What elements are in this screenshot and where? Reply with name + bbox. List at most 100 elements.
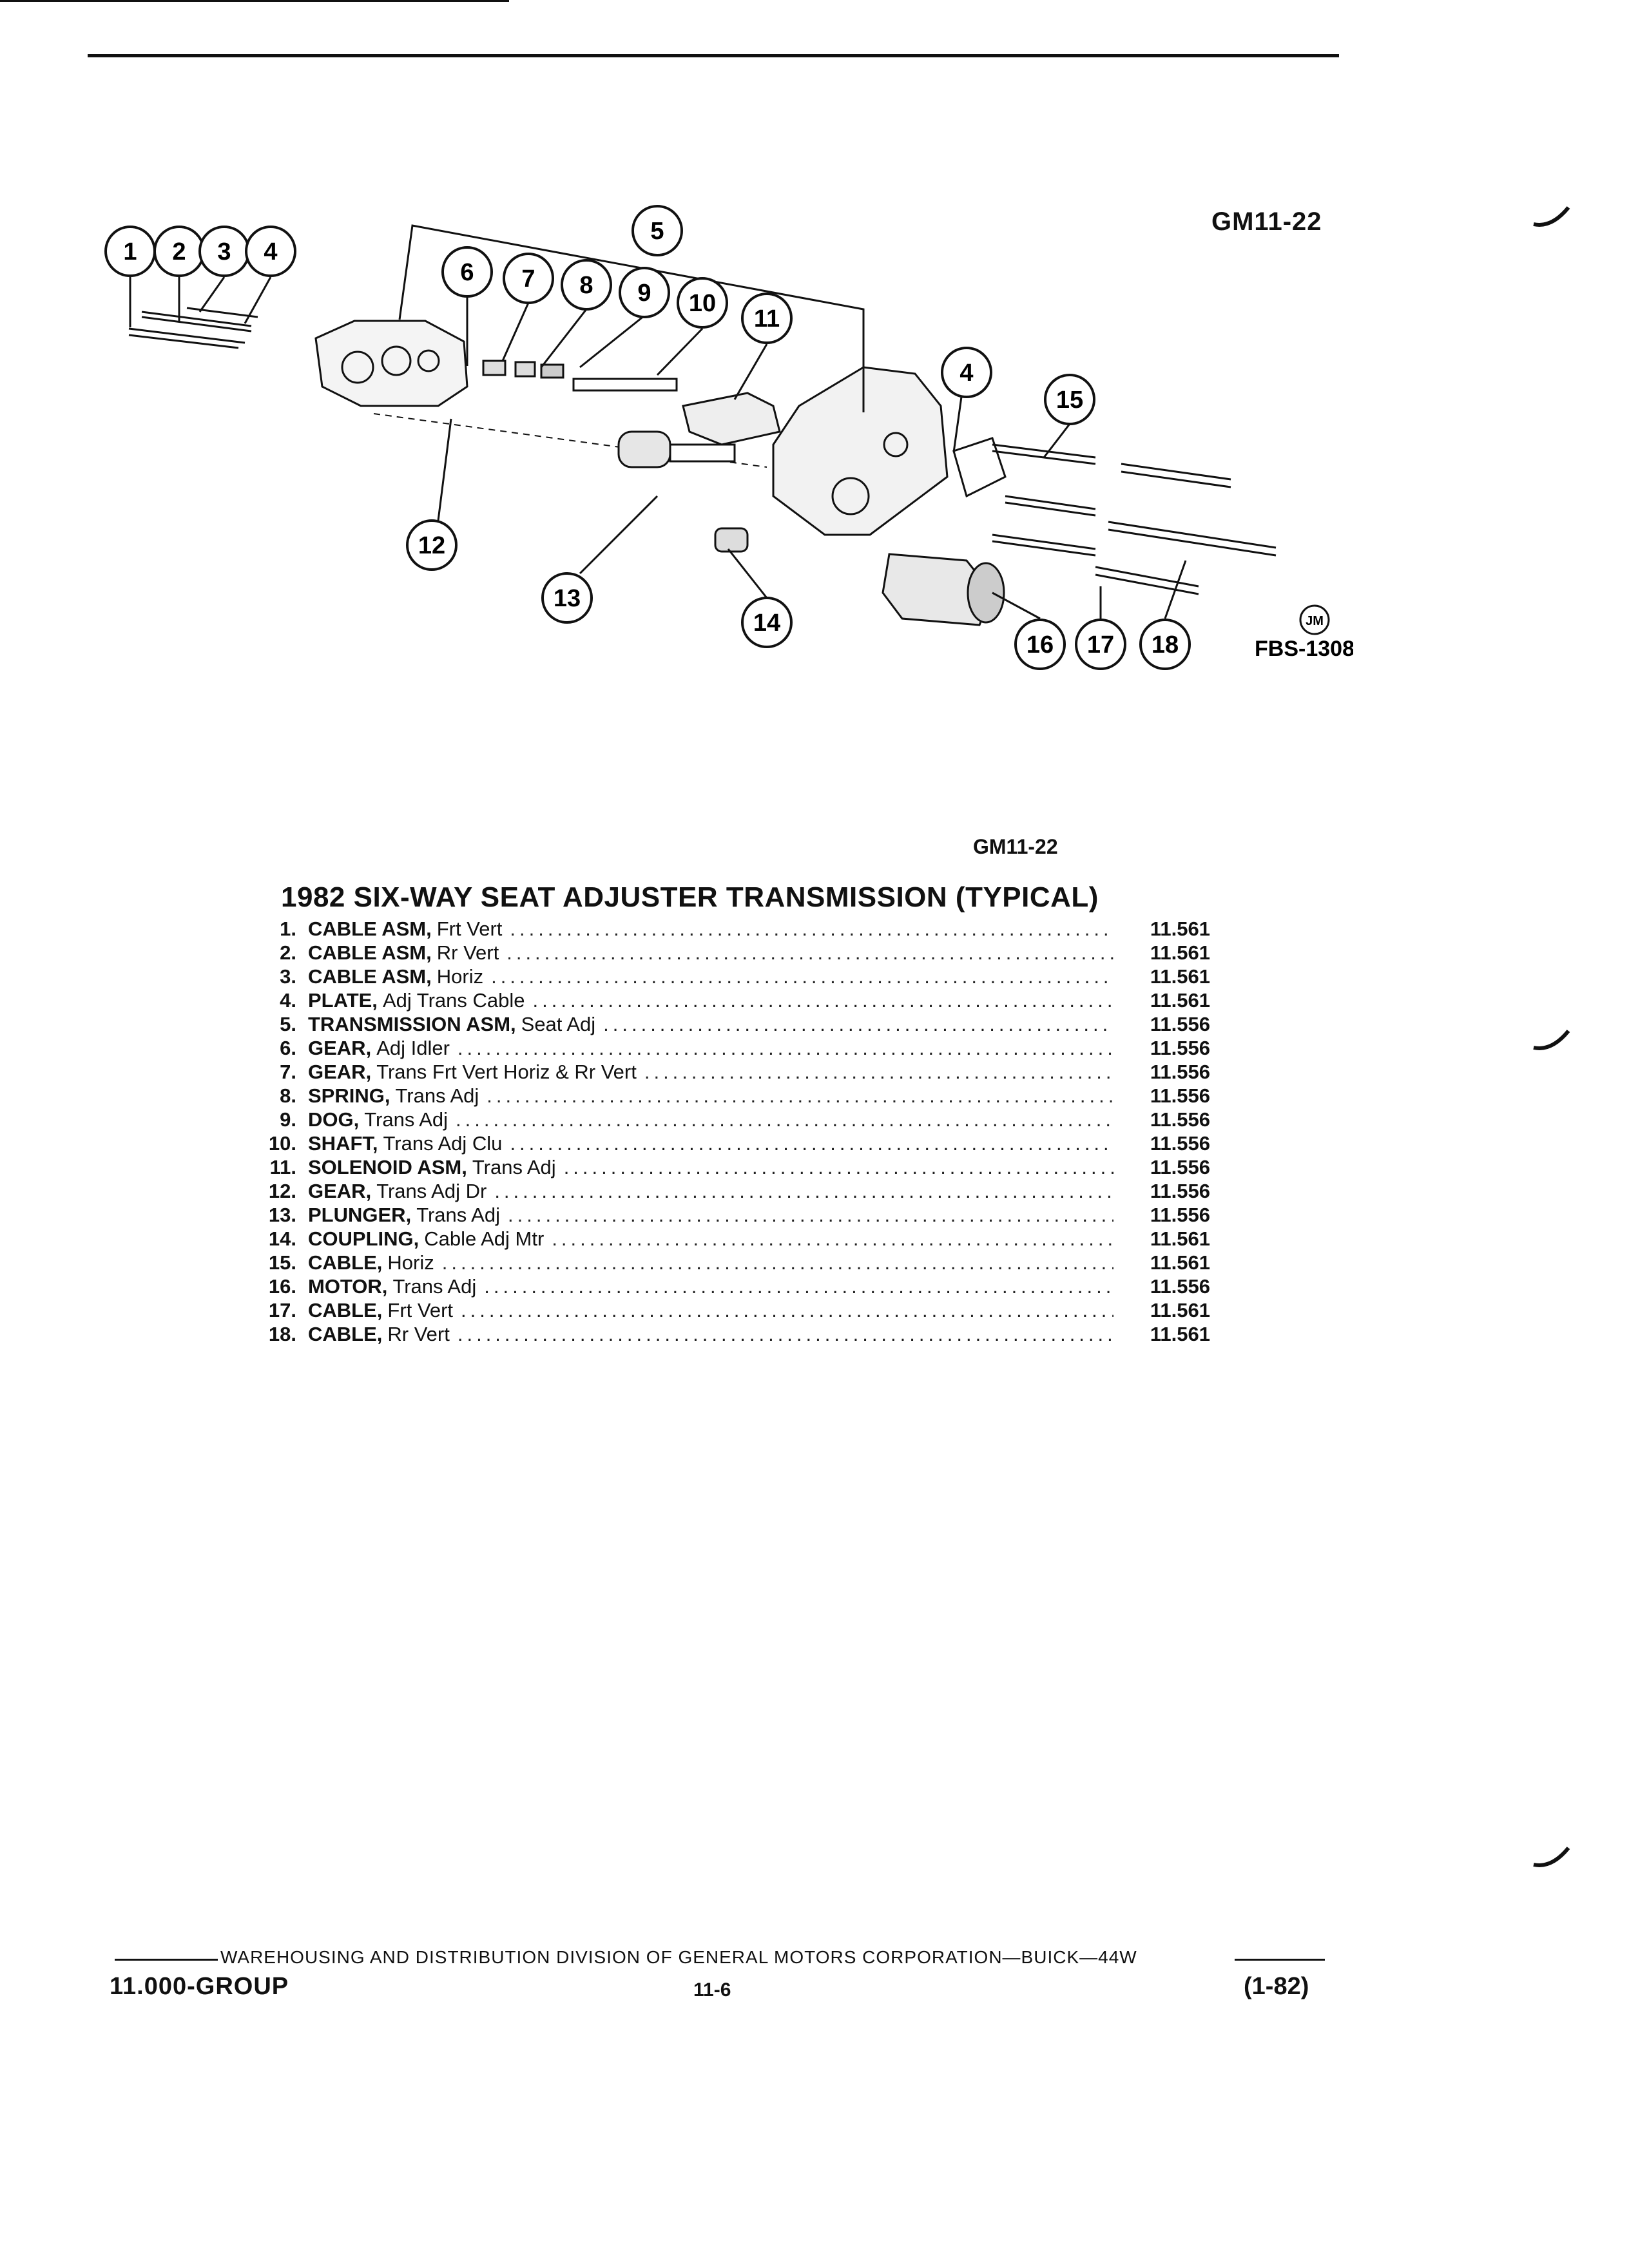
callout-4: 4 <box>245 226 296 277</box>
svg-text:10: 10 <box>689 290 716 317</box>
part-name: TRANSMISSION ASM, <box>308 1013 516 1035</box>
part-reference: 11.561 <box>1150 941 1210 964</box>
part-name: CABLE ASM, <box>308 918 432 940</box>
part-name: SHAFT, <box>308 1132 378 1155</box>
parts-list-row: 1.CABLE ASM,Frt Vert11.561 <box>250 918 1210 941</box>
part-number: 5. <box>280 1013 296 1035</box>
part-description: Trans Adj <box>364 1108 448 1131</box>
part-name: CABLE, <box>308 1299 383 1321</box>
part-reference: 11.556 <box>1150 1275 1210 1298</box>
leader-dots <box>637 1061 1113 1084</box>
svg-text:17: 17 <box>1087 631 1114 658</box>
svg-text:3: 3 <box>217 238 231 265</box>
part-number: 14. <box>268 1227 296 1250</box>
footer-division: WAREHOUSING AND DISTRIBUTION DIVISION OF… <box>220 1947 1137 1967</box>
footer-left-rule <box>115 1959 218 1961</box>
part-reference: 11.556 <box>1150 1108 1210 1131</box>
part-number: 4. <box>280 989 296 1012</box>
caption-figure-code: GM11-22 <box>973 835 1058 858</box>
callout-8: 8 <box>561 259 612 311</box>
part-description: Adj Idler <box>376 1037 450 1059</box>
callout-12: 12 <box>406 519 458 571</box>
part-reference: 11.556 <box>1150 1061 1210 1083</box>
part-reference: 11.561 <box>1150 989 1210 1012</box>
svg-text:13: 13 <box>554 585 581 612</box>
parts-list-row: 13.PLUNGER,Trans Adj11.556 <box>250 1204 1210 1227</box>
svg-text:11: 11 <box>754 305 780 332</box>
part-name: CABLE ASM, <box>308 941 432 964</box>
callout-6: 6 <box>441 246 493 298</box>
svg-text:1: 1 <box>123 238 137 265</box>
callout-11: 11 <box>741 293 793 344</box>
part-reference: 11.561 <box>1150 918 1210 940</box>
part-description: Frt Vert <box>387 1299 454 1321</box>
parts-list-row: 7.GEAR,Trans Frt Vert Horiz & Rr Vert11.… <box>250 1061 1210 1084</box>
parts-list-row: 8.SPRING,Trans Adj11.556 <box>250 1084 1210 1108</box>
part-number: 7. <box>280 1061 296 1083</box>
part-name: COUPLING, <box>308 1227 419 1250</box>
svg-text:12: 12 <box>418 532 445 559</box>
part-name: CABLE, <box>308 1323 383 1345</box>
callout-3: 3 <box>198 226 250 277</box>
parts-list-row: 16. MOTOR,Trans Adj 11.556 <box>250 1275 1210 1299</box>
leader-dots <box>476 1275 1113 1298</box>
part-reference: 11.561 <box>1150 1251 1210 1274</box>
part-description: Trans Adj <box>395 1084 479 1107</box>
leader-dots <box>453 1299 1113 1322</box>
callout-1: 1 <box>104 226 156 277</box>
part-name: GEAR, <box>308 1037 372 1059</box>
parts-list-row: 4. PLATE,Adj Trans Cable 11.561 <box>250 989 1210 1013</box>
svg-text:7: 7 <box>521 265 535 293</box>
part-reference: 11.561 <box>1150 1299 1210 1321</box>
leader-dots <box>434 1251 1113 1274</box>
part-name: PLATE, <box>308 989 378 1012</box>
part-name: SPRING, <box>308 1084 390 1107</box>
part-name: MOTOR, <box>308 1275 388 1298</box>
part-number: 17. <box>268 1299 296 1321</box>
callout-labels: 1 2 3 4 5 6 7 8 9 10 11 12 13 14 4 15 16… <box>104 205 1191 670</box>
part-description: Trans Adj Dr <box>376 1180 487 1202</box>
svg-text:4: 4 <box>959 360 973 387</box>
part-number: 16. <box>268 1275 296 1298</box>
part-name: CABLE ASM, <box>308 965 432 988</box>
part-reference: 11.556 <box>1150 1084 1210 1107</box>
part-number: 3. <box>280 965 296 988</box>
binder-mark-bottom <box>1533 1847 1570 1867</box>
part-description: Trans Adj <box>392 1275 477 1298</box>
leader-dots <box>483 965 1113 988</box>
leader-dots <box>479 1084 1113 1108</box>
footer-group: 11.000-GROUP <box>110 1973 289 2000</box>
parts-list-row: 11.SOLENOID ASM,Trans Adj11.556 <box>250 1156 1210 1180</box>
part-description: Horiz <box>387 1251 434 1274</box>
callout-7: 7 <box>503 253 554 304</box>
callout-4-right: 4 <box>941 347 992 398</box>
leader-dots <box>450 1323 1113 1346</box>
callout-16: 16 <box>1014 619 1066 670</box>
parts-list-row: 17. CABLE,Frt Vert 11.561 <box>250 1299 1210 1323</box>
part-description: Adj Trans Cable <box>382 989 525 1012</box>
part-description: Rr Vert <box>436 941 499 964</box>
leader-dots <box>487 1180 1113 1203</box>
part-number: 15. <box>268 1251 296 1274</box>
parts-list-row: 5.TRANSMISSION ASM,Seat Adj11.556 <box>250 1013 1210 1037</box>
svg-text:6: 6 <box>460 259 474 286</box>
leader-dots <box>502 1132 1113 1155</box>
footer-page-number: 11-6 <box>693 1979 731 2001</box>
binder-mark-middle <box>1533 1030 1570 1050</box>
part-description: Cable Adj Mtr <box>424 1227 545 1250</box>
part-reference: 11.561 <box>1150 1227 1210 1250</box>
svg-text:4: 4 <box>264 238 277 265</box>
parts-list-row: 2. CABLE ASM,Rr Vert 11.561 <box>250 941 1210 965</box>
part-name: PLUNGER, <box>308 1204 412 1226</box>
part-description: Trans Adj Clu <box>383 1132 503 1155</box>
svg-text:5: 5 <box>650 218 664 245</box>
page-title: 1982 SIX-WAY SEAT ADJUSTER TRANSMISSION … <box>281 881 1099 913</box>
leader-dots <box>525 989 1114 1012</box>
binder-mark-top <box>1533 206 1570 227</box>
leader-dots <box>499 941 1113 965</box>
part-number: 18. <box>268 1323 296 1345</box>
part-number: 2. <box>280 941 296 964</box>
parts-list-row: 15.CABLE,Horiz11.561 <box>250 1251 1210 1275</box>
part-number: 12. <box>268 1180 296 1202</box>
part-name: GEAR, <box>308 1180 372 1202</box>
